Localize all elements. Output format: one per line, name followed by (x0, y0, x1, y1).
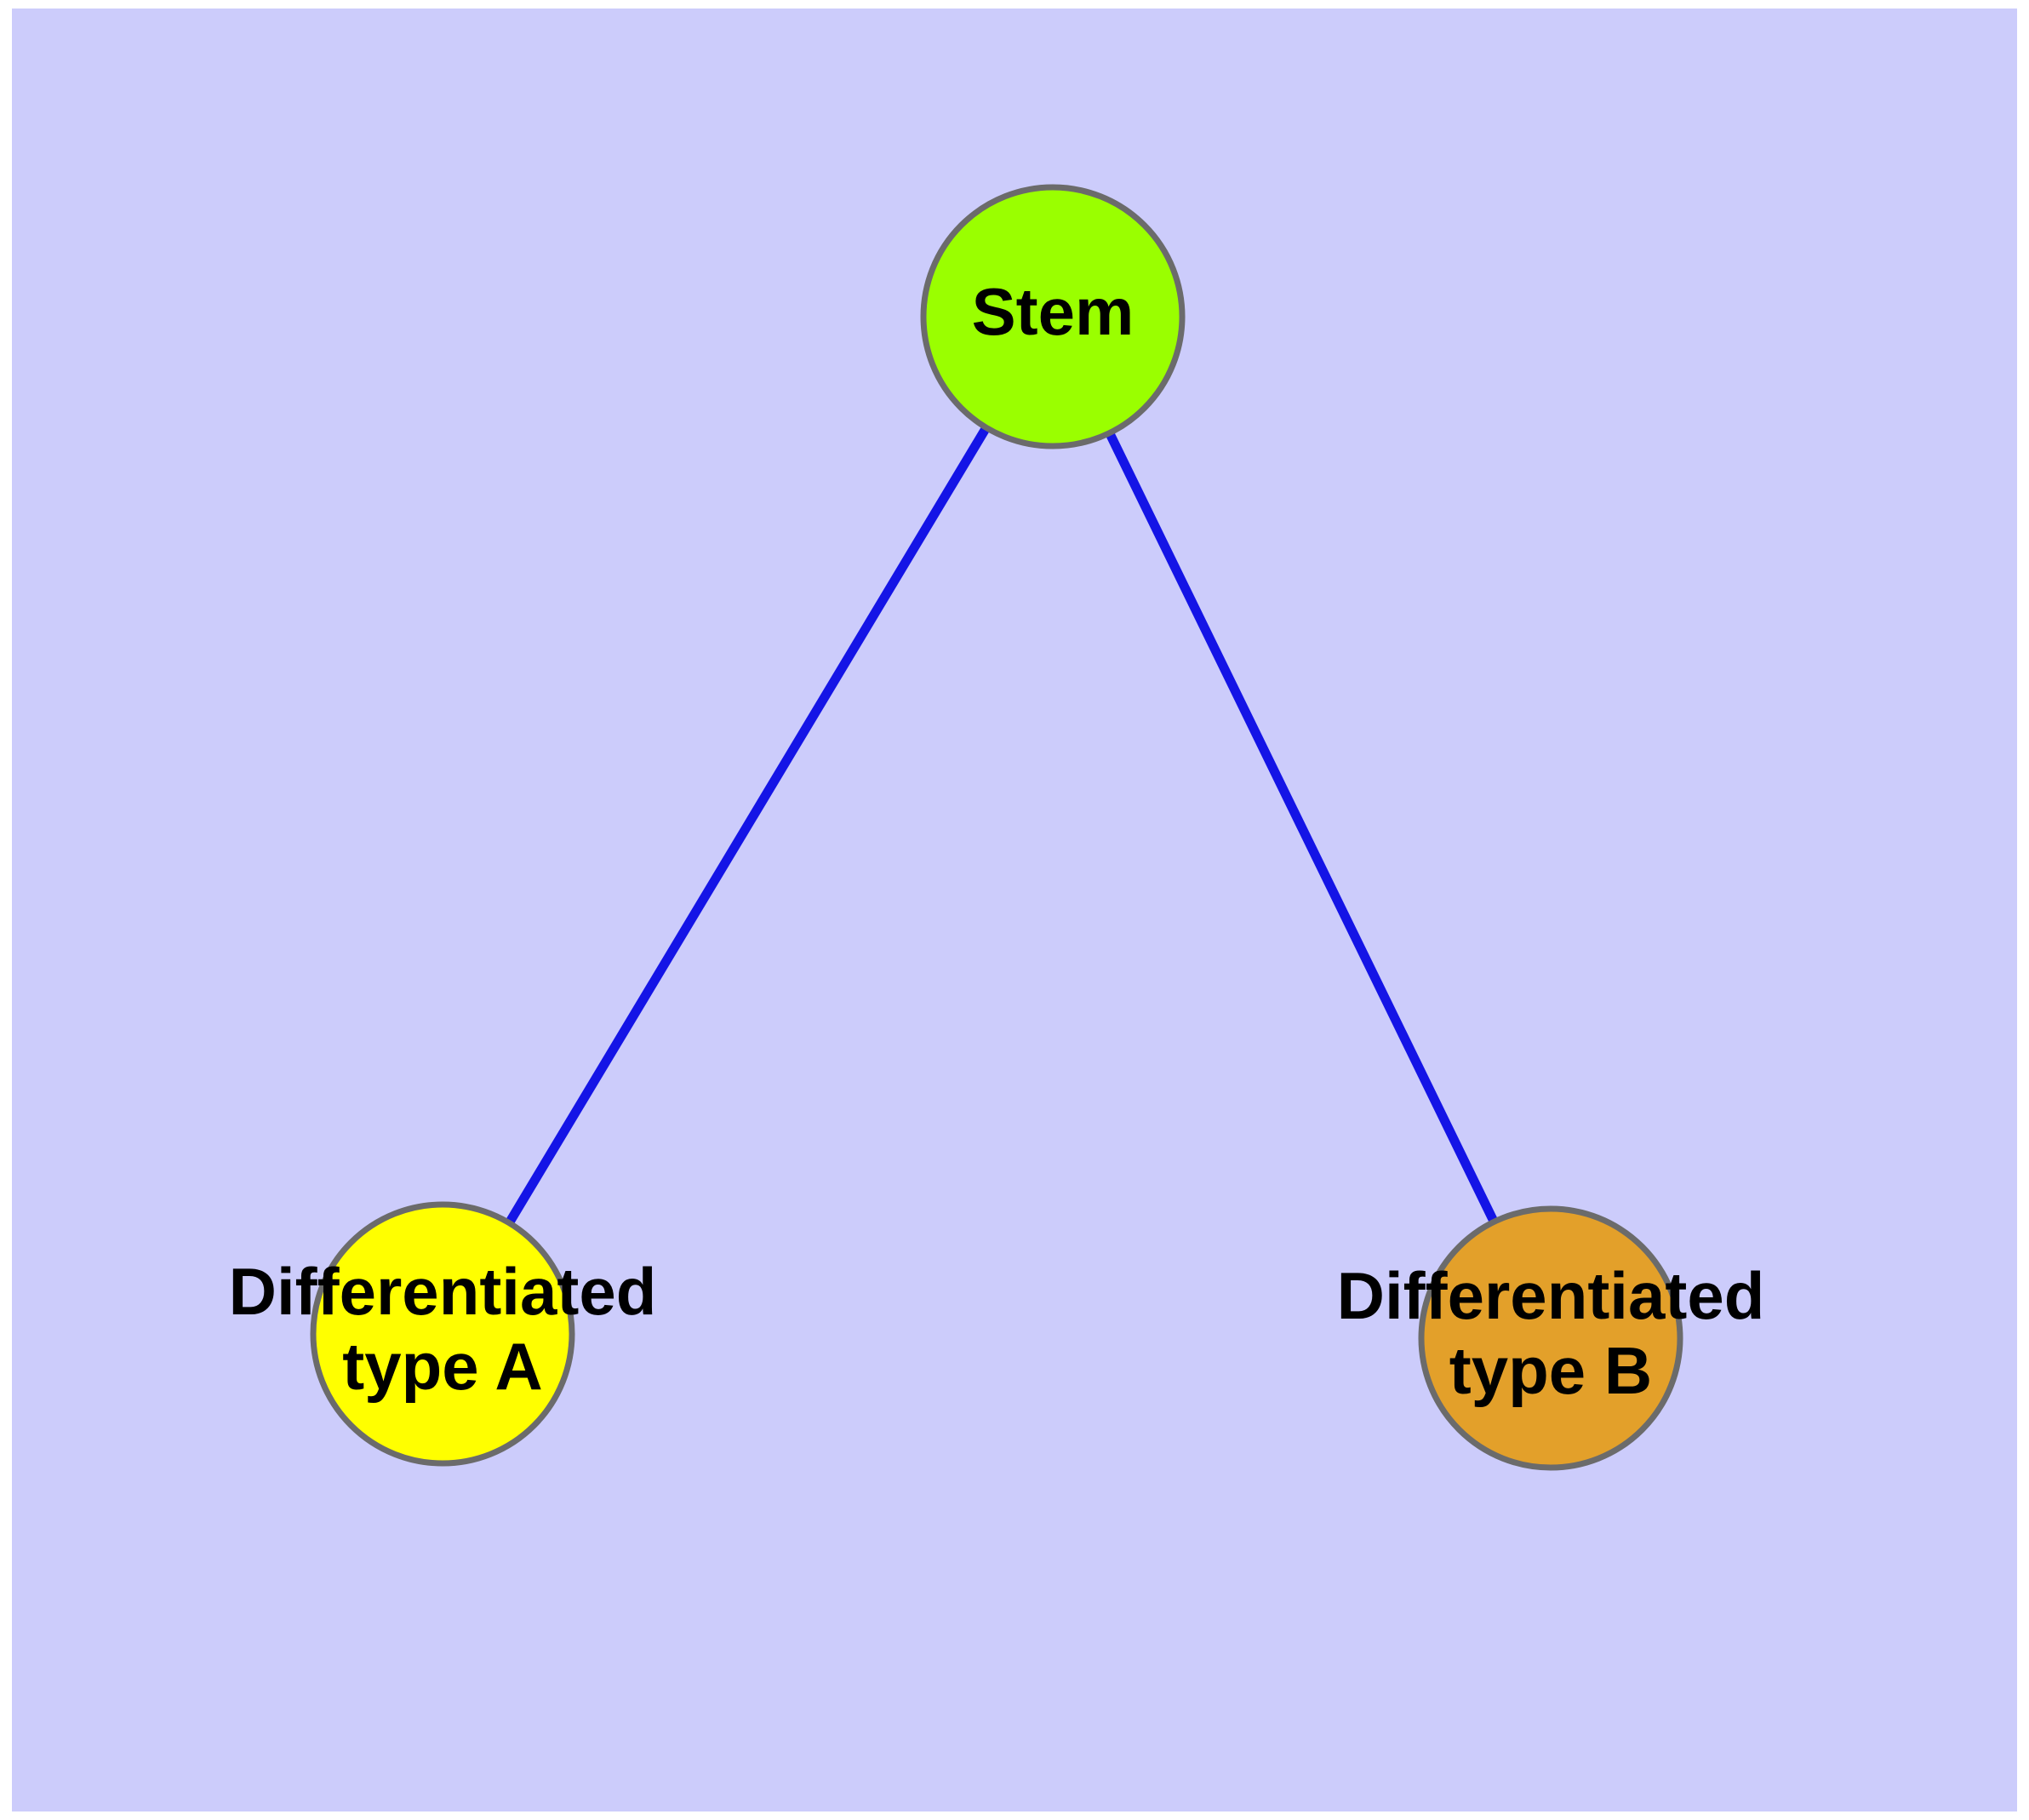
edges-layer (505, 425, 1499, 1226)
graph-edge-stem-to-b[interactable] (1105, 431, 1499, 1224)
node-label-line: type A (342, 1329, 543, 1404)
node-label-line: Differentiated (229, 1254, 657, 1329)
node-circle-diff_b[interactable] (1418, 1205, 1683, 1471)
node-circle-diff_a[interactable] (310, 1201, 575, 1467)
node-label-line: type B (1449, 1333, 1652, 1408)
graph-edge-stem-to-a[interactable] (505, 425, 991, 1226)
node-label-line: Stem (972, 274, 1135, 349)
node-label-stem: Stem (972, 274, 1135, 349)
node-circle-stem[interactable] (920, 184, 1186, 449)
node-label-line: Differentiated (1337, 1258, 1765, 1333)
graph-node-stem[interactable]: Stem (920, 184, 1186, 449)
